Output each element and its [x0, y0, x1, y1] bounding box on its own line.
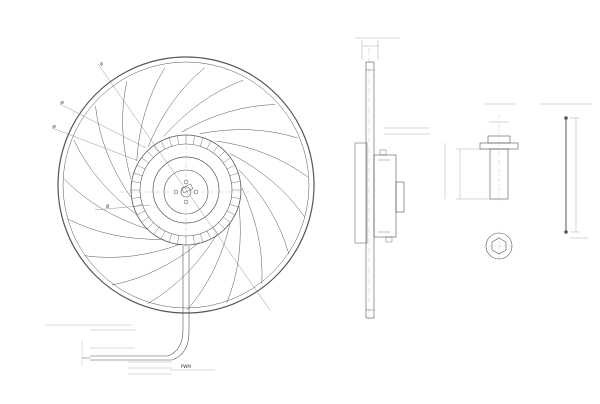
hub-fin	[206, 230, 212, 240]
fan-side-view	[354, 48, 405, 320]
hub-fin	[168, 233, 172, 243]
dim-diameter-3: Ø	[106, 204, 109, 209]
fan-blade	[216, 140, 308, 178]
hub-fin	[223, 157, 231, 164]
hub-fin	[223, 216, 231, 223]
hub-fin	[131, 181, 141, 183]
fan-blade	[226, 206, 241, 304]
hub-fin	[200, 233, 204, 243]
bolt-dimension-lines	[444, 103, 515, 200]
fan-blade	[147, 234, 217, 305]
hub-fin	[133, 204, 143, 208]
hub-fin	[226, 210, 236, 216]
fan-blade	[199, 129, 298, 139]
side-dimension-lines	[355, 37, 430, 135]
hub-fin	[141, 216, 149, 223]
hub-fin	[218, 150, 226, 158]
hub-fin	[226, 164, 236, 170]
fan-blade	[111, 242, 200, 286]
fan-blade	[73, 139, 137, 215]
hub-fin	[193, 135, 195, 145]
bolt-end-view	[484, 231, 514, 261]
fan-blade	[122, 81, 132, 179]
bolt-detail	[479, 115, 519, 205]
fan-blades	[64, 67, 308, 311]
connector-pin-detail	[564, 116, 568, 234]
hub-fin	[136, 164, 146, 170]
cable-dimension-lines	[45, 324, 215, 375]
power-cable	[81, 246, 190, 366]
hub-fin	[212, 227, 219, 235]
hub-fin	[153, 227, 160, 235]
hub-fin	[200, 137, 204, 147]
fan-blade	[95, 106, 132, 198]
hub-fin	[231, 181, 241, 183]
side-motor	[373, 154, 397, 238]
fan-blade	[230, 153, 305, 217]
fan-blade	[136, 67, 166, 162]
fan-blade	[241, 187, 263, 284]
hub-fin	[212, 145, 219, 153]
fan-blade	[64, 178, 149, 230]
fan-blade	[84, 243, 182, 258]
fan-front-view	[57, 56, 315, 314]
pwm-label: PWM	[181, 364, 191, 369]
side-motor-cap	[395, 181, 405, 213]
hub-fin	[136, 210, 146, 216]
hub-fin	[231, 197, 241, 199]
hub-fin	[146, 150, 154, 158]
pin-top	[564, 116, 568, 120]
fan-outer-ring	[57, 56, 315, 314]
pin-dimension-lines	[540, 103, 592, 239]
hub-fin	[177, 235, 179, 245]
hub-label-plate	[181, 183, 194, 194]
pin-bottom	[564, 230, 568, 234]
fan-blade	[163, 79, 244, 137]
hub-fin	[160, 230, 166, 240]
front-dimension-lines	[51, 63, 271, 311]
fan-blade	[238, 169, 290, 254]
hub-fin	[206, 140, 212, 150]
dim-diameter-2: Ø	[52, 124, 57, 130]
hub-fin	[168, 137, 172, 147]
fan-blade	[186, 222, 231, 311]
hub-fin	[141, 157, 149, 164]
hub-fins	[131, 135, 241, 245]
hub-fin	[229, 172, 239, 176]
dim-front-diameter: Ø	[99, 61, 104, 67]
hub-fin	[193, 235, 195, 245]
hub-fin	[177, 135, 179, 145]
hub-fin	[160, 140, 166, 150]
fan-blade	[147, 67, 206, 147]
fan-blade	[67, 218, 164, 240]
fan-blade	[181, 104, 276, 133]
hub-fin	[131, 197, 141, 199]
dim-diameter-1: Ø	[60, 100, 65, 106]
bolt-shank	[489, 148, 509, 200]
hub-fin	[146, 222, 154, 230]
side-shroud	[354, 142, 368, 244]
hub-fin	[153, 145, 160, 153]
hub-fin	[133, 172, 143, 176]
fan-inner-ring	[62, 61, 310, 309]
hub-fin	[218, 222, 226, 230]
hub-fin	[229, 204, 239, 208]
